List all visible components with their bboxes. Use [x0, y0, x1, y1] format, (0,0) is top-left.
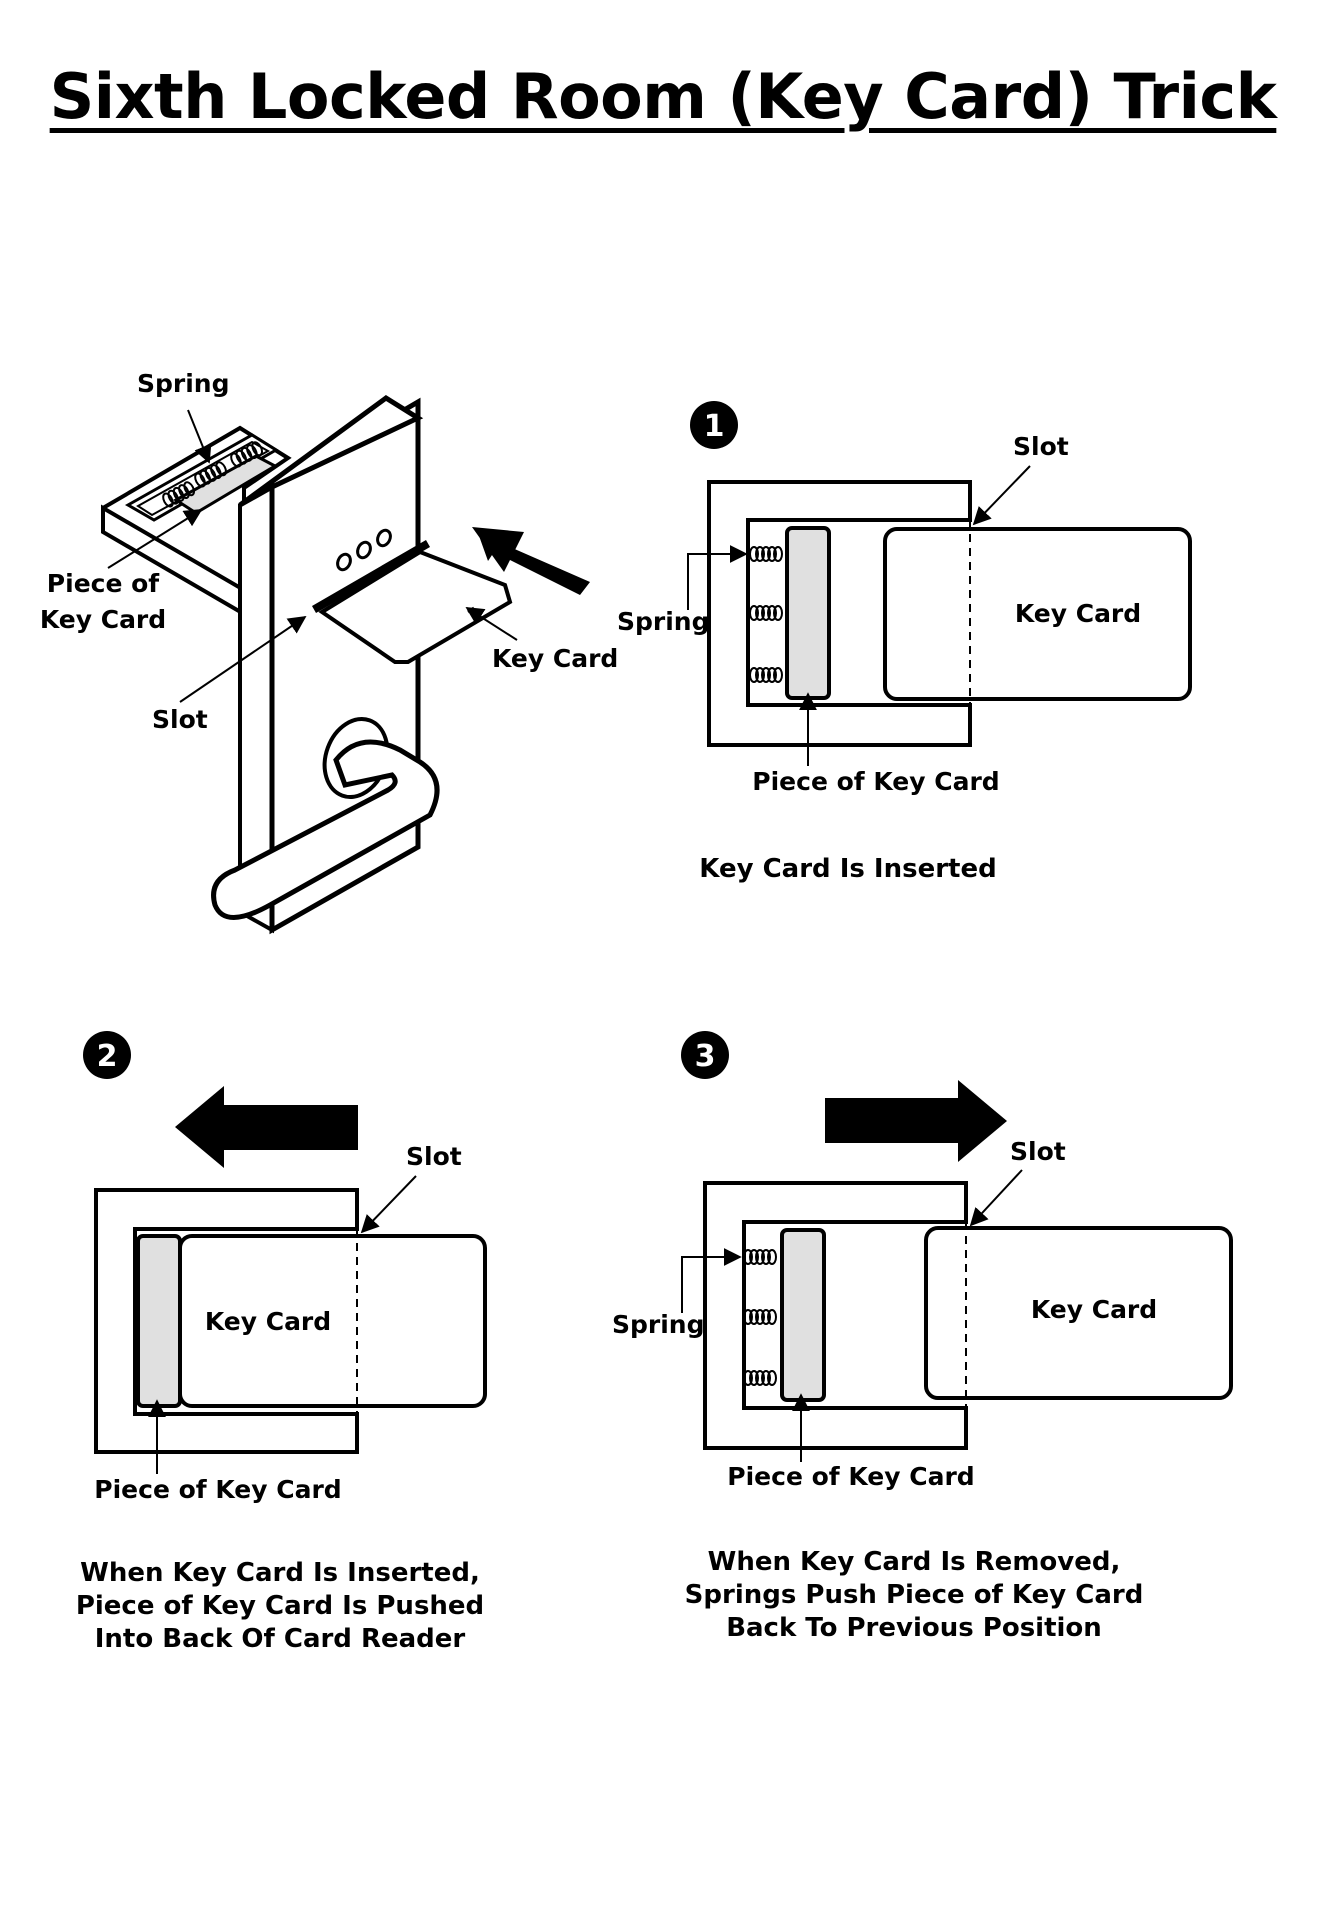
step3-piece-label: Piece of Key Card — [727, 1462, 974, 1491]
step3-key-card-shape — [924, 1226, 1233, 1400]
overview-key-card-label: Key Card — [492, 644, 618, 673]
door-lock-illustration: Spring Piece of Key Card Key Card Slot — [40, 369, 618, 935]
step2-caption-line1: When Key Card Is Inserted, — [80, 1558, 480, 1588]
step3-piece-of-key-card-shape — [780, 1228, 826, 1402]
step2-number-badge — [83, 1031, 131, 1079]
step2-piece-of-key-card-shape — [136, 1234, 182, 1408]
step3-caption-line3: Back To Previous Position — [726, 1613, 1102, 1643]
step1-spring-label: Spring — [617, 607, 710, 636]
piece-of-key-card-shape — [173, 454, 279, 515]
step1-number: 1 — [704, 409, 725, 444]
overview-piece-label-line1: Piece of — [47, 569, 161, 598]
step2-left-arrow — [175, 1086, 358, 1168]
step3-right-arrow — [825, 1080, 1007, 1162]
step3-number-badge — [681, 1031, 729, 1079]
step3-caption-line2: Springs Push Piece of Key Card — [685, 1580, 1144, 1610]
step3-number: 3 — [695, 1039, 716, 1074]
step2-number: 2 — [97, 1039, 118, 1074]
step2-caption-line3: Into Back Of Card Reader — [95, 1624, 466, 1654]
step1-number-badge — [690, 401, 738, 449]
step1-caption: Key Card Is Inserted — [699, 854, 996, 884]
page-title: Sixth Locked Room (Key Card) Trick — [49, 60, 1277, 133]
overview-slot-label: Slot — [152, 705, 208, 734]
step3-diagram: 3 Slot Spring Key Card Piece of Key Card… — [612, 1031, 1233, 1643]
step2-caption-line2: Piece of Key Card Is Pushed — [76, 1591, 484, 1621]
step2-key-card-label: Key Card — [205, 1307, 331, 1336]
step3-key-card-label: Key Card — [1031, 1295, 1157, 1324]
step2-piece-label: Piece of Key Card — [94, 1475, 341, 1504]
step1-key-card-label: Key Card — [1015, 599, 1141, 628]
step1-piece-of-key-card-shape — [785, 526, 831, 700]
step1-slot-label: Slot — [1013, 432, 1069, 461]
step2-diagram: 2 Slot Key Card Piece of Key Card When K… — [76, 1031, 487, 1654]
overview-spring-label: Spring — [137, 369, 230, 398]
step3-caption-line1: When Key Card Is Removed, — [708, 1547, 1121, 1577]
step3-slot-label: Slot — [1010, 1137, 1066, 1166]
key-card-shape — [318, 549, 513, 664]
step1-key-card-shape — [883, 527, 1192, 701]
step3-spring-label: Spring — [612, 1310, 705, 1339]
step2-key-card-shape — [178, 1234, 487, 1408]
step1-diagram: 1 Slot Spring Key Card Piece of Key Card… — [617, 401, 1192, 884]
step1-piece-label: Piece of Key Card — [752, 767, 999, 796]
step2-slot-label: Slot — [406, 1142, 462, 1171]
overview-piece-label-line2: Key Card — [40, 605, 166, 634]
